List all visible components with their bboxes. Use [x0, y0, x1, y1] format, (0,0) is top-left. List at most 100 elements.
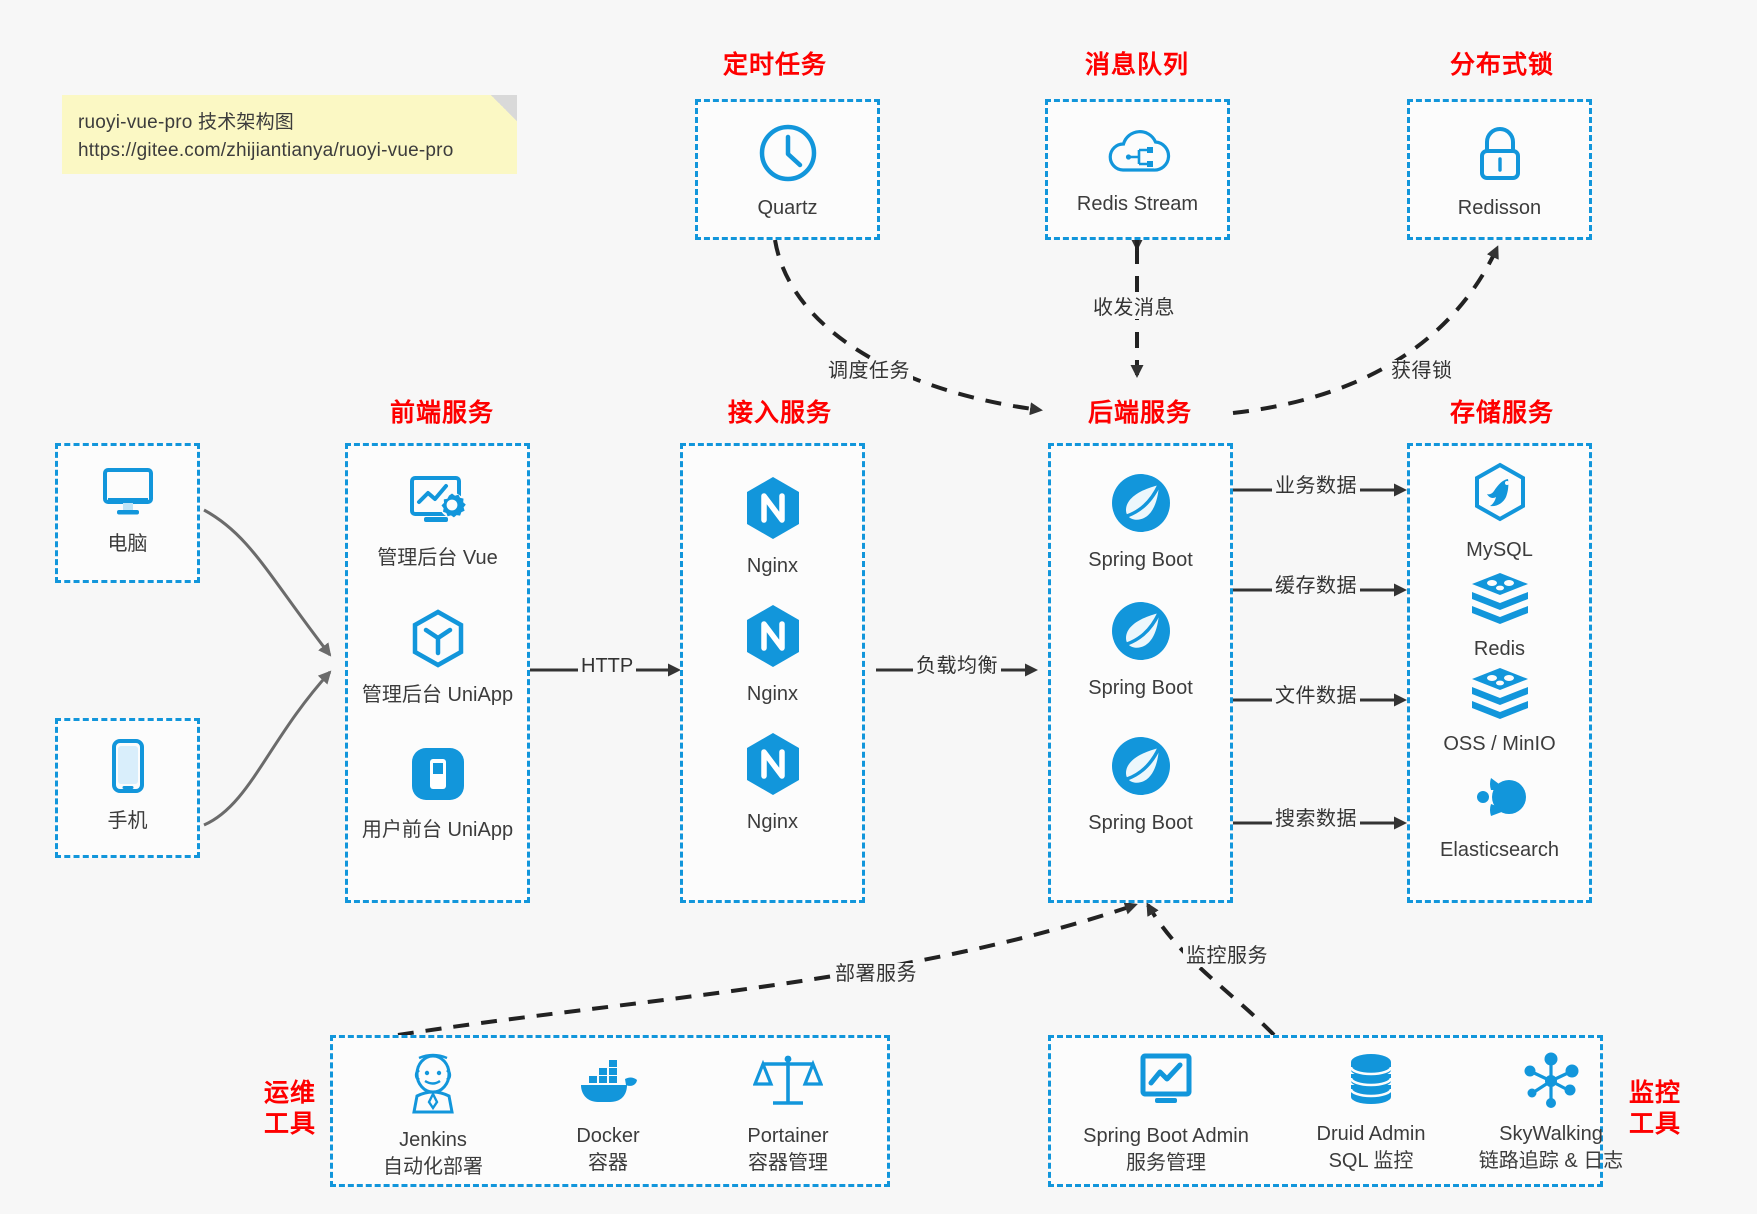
node-user-uniapp[interactable]: 用户前台 UniApp — [348, 742, 527, 843]
node-label: Quartz — [757, 197, 818, 219]
edge-label-deploy: 部署服务 — [832, 963, 920, 985]
redis-icon — [1410, 571, 1589, 630]
node-label: Docker — [576, 1125, 640, 1147]
edge-phone-to-frontend — [203, 670, 332, 827]
note-fold-icon — [491, 95, 517, 121]
nginx-icon — [683, 474, 862, 547]
edge-label-loadbalance: 负载均衡 — [913, 655, 1001, 677]
node-label: Elasticsearch — [1440, 839, 1559, 861]
dashboard-gear-icon — [348, 472, 527, 539]
group-title-storage: 存储服务 — [1449, 399, 1554, 427]
edge-label-monitoring: 监控服务 — [1183, 945, 1271, 967]
node-nginx-2[interactable]: Nginx — [683, 602, 862, 707]
group-mq[interactable]: Redis Stream — [1045, 99, 1230, 240]
edge-label-file-data: 文件数据 — [1272, 685, 1360, 707]
cube-icon — [348, 607, 527, 676]
node-spring-boot-1[interactable]: Spring Boot — [1051, 470, 1230, 573]
node-docker[interactable]: Docker 容器 — [528, 1054, 688, 1177]
group-client-phone[interactable]: 手机 — [55, 718, 200, 858]
nginx-icon — [683, 730, 862, 803]
node-phone[interactable]: 手机 — [58, 737, 197, 834]
node-pc[interactable]: 电脑 — [58, 464, 197, 557]
group-title-lock: 分布式锁 — [1449, 51, 1554, 79]
node-admin-uniapp[interactable]: 管理后台 UniApp — [348, 607, 527, 708]
edge-label-cache-data: 缓存数据 — [1272, 575, 1360, 597]
jenkins-icon — [353, 1050, 513, 1121]
group-title-backend: 后端服务 — [1087, 399, 1192, 427]
edge-label-lock: 获得锁 — [1388, 360, 1456, 382]
node-jenkins[interactable]: Jenkins 自动化部署 — [353, 1050, 513, 1181]
node-label: Spring Boot — [1088, 677, 1193, 699]
spring-boot-icon — [1051, 470, 1230, 541]
phone-icon — [58, 737, 197, 802]
edge-scheduler-backend — [773, 239, 1043, 416]
portainer-scale-icon — [703, 1050, 873, 1117]
node-label: SkyWalking — [1499, 1123, 1603, 1145]
node-label: Nginx — [746, 683, 799, 705]
group-title-gateway: 接入服务 — [727, 399, 832, 427]
node-redis-stream[interactable]: Redis Stream — [1048, 124, 1227, 217]
monitor-icon — [58, 464, 197, 525]
node-label: Spring Boot — [1088, 812, 1193, 834]
node-redisson[interactable]: Redisson — [1410, 122, 1589, 221]
edge-pc-to-frontend — [203, 508, 332, 657]
node-sublabel: 容器 — [588, 1152, 628, 1174]
database-icon — [1291, 1052, 1451, 1115]
group-title-ops: 运维 工具 — [255, 1078, 325, 1141]
node-redis[interactable]: Redis — [1410, 571, 1589, 662]
node-label: 管理后台 UniApp — [361, 684, 514, 706]
group-client-pc[interactable]: 电脑 — [55, 443, 200, 583]
node-label: Nginx — [746, 811, 799, 833]
group-storage[interactable]: MySQL Redis — [1407, 443, 1592, 903]
node-label: Redis — [1473, 638, 1526, 660]
node-label: Spring Boot — [1088, 549, 1193, 571]
node-spring-boot-3[interactable]: Spring Boot — [1051, 733, 1230, 836]
group-title-monitor: 监控 工具 — [1620, 1078, 1690, 1141]
group-scheduler[interactable]: Quartz — [695, 99, 880, 240]
node-sublabel: SQL 监控 — [1328, 1150, 1414, 1172]
node-nginx-1[interactable]: Nginx — [683, 474, 862, 579]
elasticsearch-icon — [1410, 768, 1589, 831]
edge-label-search-data: 搜索数据 — [1272, 808, 1360, 830]
monitor-title-line-2: 工具 — [1628, 1110, 1681, 1139]
node-quartz[interactable]: Quartz — [698, 122, 877, 221]
node-oss-minio[interactable]: OSS / MinIO — [1410, 666, 1589, 757]
group-backend[interactable]: Spring Boot Spring Boot Spring Boot — [1048, 443, 1233, 903]
node-nginx-3[interactable]: Nginx — [683, 730, 862, 835]
node-sublabel: 服务管理 — [1126, 1152, 1206, 1174]
edge-monitor-backend — [1146, 902, 1276, 1037]
group-ops[interactable]: Jenkins 自动化部署 Docker 容器 — [330, 1035, 890, 1187]
edge-ops-backend — [397, 902, 1138, 1037]
node-label: Jenkins — [399, 1129, 467, 1151]
node-portainer[interactable]: Portainer 容器管理 — [703, 1050, 873, 1177]
node-label: OSS / MinIO — [1443, 733, 1556, 755]
cloud-stream-icon — [1048, 124, 1227, 185]
edge-backend-lock — [1232, 245, 1499, 415]
node-skywalking[interactable]: SkyWalking 链路追踪 & 日志 — [1451, 1052, 1651, 1175]
docker-icon — [528, 1054, 688, 1117]
group-lock[interactable]: Redisson — [1407, 99, 1592, 240]
node-label: 手机 — [107, 810, 148, 832]
edge-label-business-data: 业务数据 — [1272, 475, 1360, 497]
sticky-note: ruoyi-vue-pro 技术架构图 https://gitee.com/zh… — [62, 95, 517, 175]
group-title-mq: 消息队列 — [1084, 51, 1189, 79]
group-title-scheduler: 定时任务 — [722, 51, 827, 79]
node-druid-admin[interactable]: Druid Admin SQL 监控 — [1291, 1052, 1451, 1175]
ops-title-line-1: 运维 — [263, 1079, 316, 1107]
node-elasticsearch[interactable]: Elasticsearch — [1410, 768, 1589, 863]
node-sublabel: 链路追踪 & 日志 — [1478, 1150, 1624, 1172]
group-title-frontend: 前端服务 — [389, 399, 494, 427]
node-label: MySQL — [1466, 539, 1533, 561]
node-spring-boot-admin[interactable]: Spring Boot Admin 服务管理 — [1061, 1052, 1271, 1177]
node-sublabel: 容器管理 — [748, 1152, 828, 1174]
node-sublabel: 自动化部署 — [383, 1156, 483, 1178]
mysql-icon — [1410, 462, 1589, 531]
group-frontend[interactable]: 管理后台 Vue 管理后台 UniApp 用户前台 UniApp — [345, 443, 530, 903]
group-monitor[interactable]: Spring Boot Admin 服务管理 — [1048, 1035, 1623, 1187]
node-spring-boot-2[interactable]: Spring Boot — [1051, 598, 1230, 701]
node-admin-vue[interactable]: 管理后台 Vue — [348, 472, 527, 571]
edge-label-scheduler: 调度任务 — [825, 360, 913, 382]
group-gateway[interactable]: Nginx Nginx Nginx — [680, 443, 865, 903]
node-mysql[interactable]: MySQL — [1410, 462, 1589, 563]
edge-label-mq: 收发消息 — [1090, 297, 1178, 319]
